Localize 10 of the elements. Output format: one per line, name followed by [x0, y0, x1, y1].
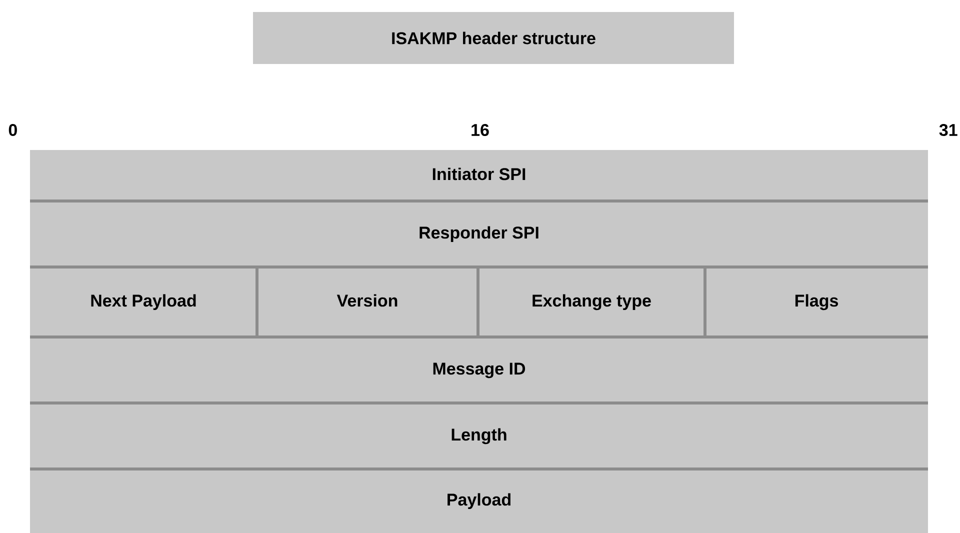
field-box: Version — [257, 267, 478, 337]
field-box: Initiator SPI — [30, 150, 928, 201]
bit-number: 0 — [8, 124, 17, 136]
title-box: ISAKMP header structure — [253, 12, 734, 64]
bit-number: 31 — [939, 124, 958, 136]
field-box: Exchange type — [478, 267, 705, 337]
field-box: Payload — [30, 469, 928, 533]
field-box: Flags — [705, 267, 928, 337]
field-box: Length — [30, 403, 928, 469]
field-box: Next Payload — [30, 267, 257, 337]
